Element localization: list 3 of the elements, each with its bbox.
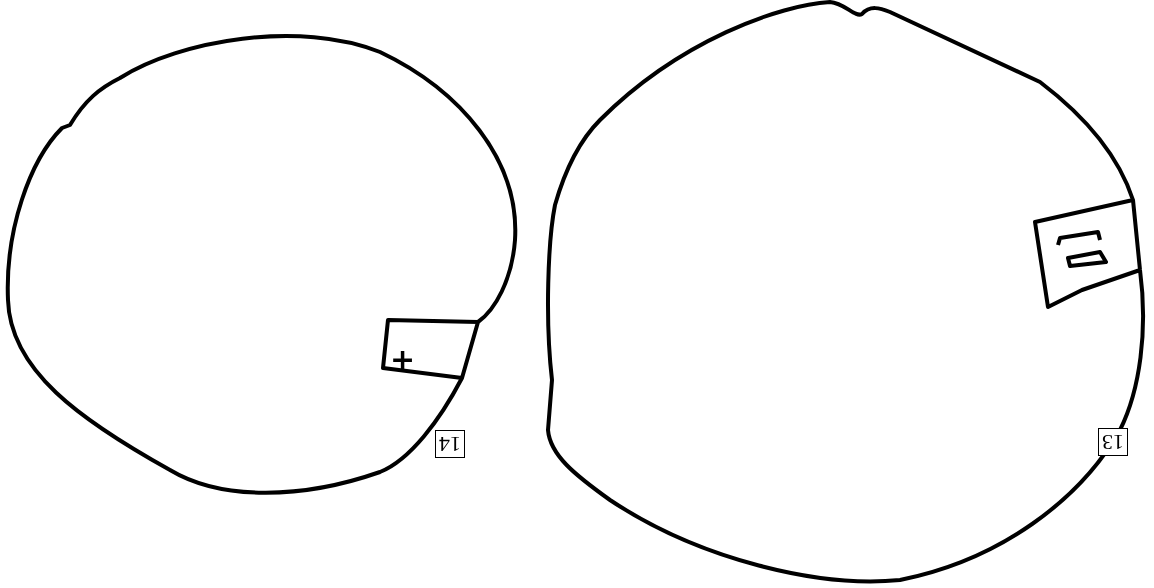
- figure-number: 13: [1098, 428, 1128, 456]
- figure-number: 14: [435, 430, 465, 458]
- plus-sign: +: [390, 345, 416, 375]
